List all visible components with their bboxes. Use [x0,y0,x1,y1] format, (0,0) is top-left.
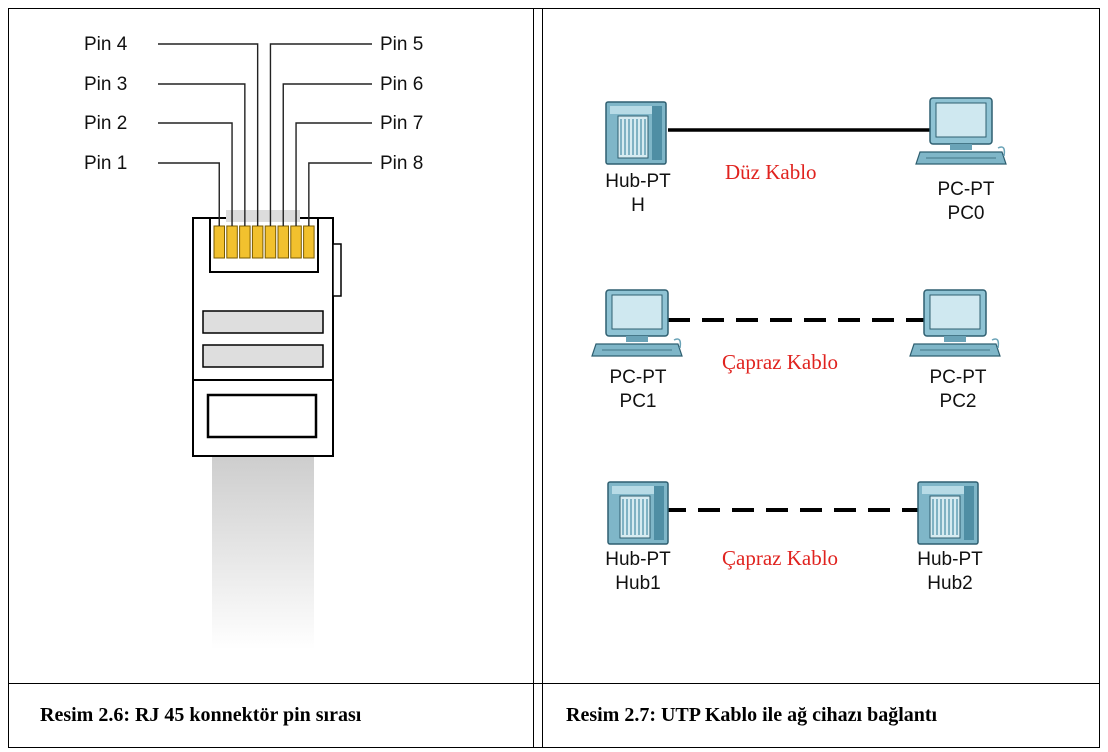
figure-caption-left: Resim 2.6: RJ 45 konnektör pin sırası [40,704,362,726]
connector-tab [332,243,342,297]
pin-label-4: Pin 4 [84,34,128,55]
pin-leader-line [269,43,372,226]
device-model: Hub-PT [605,171,671,192]
device-model: Hub-PT [917,549,983,570]
pin-leader-line [295,122,372,226]
pc-icon [915,97,1007,165]
pc-icon [909,289,1001,357]
pc-icon [591,289,683,357]
cable-label: Çapraz Kablo [722,546,839,570]
hub-icon [607,481,669,545]
device-model: Hub-PT [605,549,671,570]
pin-label-5: Pin 5 [380,34,424,55]
cable-label: Düz Kablo [725,160,817,184]
pin-leader-line [282,83,372,226]
pin-leader-line [308,162,372,226]
device-model: PC-PT [937,179,995,200]
device-name: H [631,195,645,216]
pin-label-3: Pin 3 [84,74,128,95]
device-name: PC1 [619,391,657,412]
pin-label-8: Pin 8 [380,153,424,174]
connector-slot-1 [202,310,324,334]
device-name: Hub2 [927,573,973,594]
left-panel [8,8,543,748]
caption-divider [8,683,1100,684]
connector-latch [206,393,318,439]
pin-label-1: Pin 1 [84,153,128,174]
device-name: PC0 [947,203,985,224]
pin-label-7: Pin 7 [380,113,424,134]
pin-leader-line [158,122,233,226]
pin-leader-line [158,162,220,226]
hub-icon [917,481,979,545]
device-model: PC-PT [609,367,667,388]
device-name: Hub1 [615,573,661,594]
pin-leader-line [158,43,259,226]
figure-caption-right: Resim 2.7: UTP Kablo ile ağ cihazı bağla… [566,704,938,726]
pin-leader-line [158,83,246,226]
device-model: PC-PT [929,367,987,388]
right-panel [533,8,1100,748]
hub-icon [605,101,667,165]
pin-label-6: Pin 6 [380,74,424,95]
connector-slot-2 [202,344,324,368]
cable-label: Çapraz Kablo [722,350,839,374]
device-name: PC2 [939,391,977,412]
pin-label-2: Pin 2 [84,113,128,134]
